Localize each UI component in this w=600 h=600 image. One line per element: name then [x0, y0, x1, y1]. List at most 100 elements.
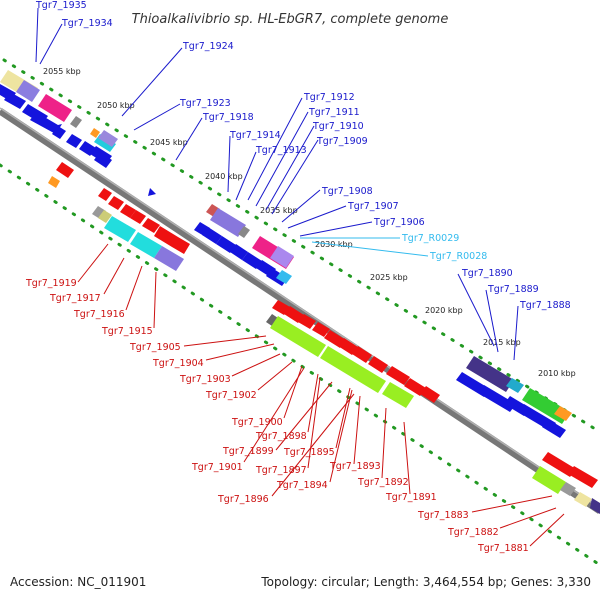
gene-label: Tgr7_1901: [191, 462, 243, 473]
reverse-gene: [120, 204, 136, 218]
gene-label: Tgr7_1908: [321, 186, 373, 197]
reverse-gene: [386, 366, 410, 385]
cog-block: [466, 356, 514, 392]
gene-label: Tgr7_1890: [461, 268, 513, 279]
reverse-gene: [272, 300, 290, 315]
reverse-gene: [404, 378, 426, 396]
gene-label: Tgr7_1897: [255, 465, 307, 476]
map-title: Thioalkalivibrio sp. HL-EbGR7, complete …: [132, 12, 449, 27]
gene-label: Tgr7_1893: [329, 461, 381, 472]
cog-block: [554, 406, 572, 421]
reverse-gene: [312, 322, 330, 337]
forward-gene: [542, 419, 566, 438]
forward-gene: [216, 236, 236, 253]
gene-label: Tgr7_1907: [347, 201, 399, 212]
forward-strand-features: [0, 84, 566, 438]
gene-label: Tgr7_1917: [49, 293, 101, 304]
reverse-leader-lines: [77, 243, 565, 547]
forward-gene: [4, 92, 26, 109]
scale-dots-lower: [0, 163, 600, 567]
gene-label: Tgr7_1910: [312, 121, 364, 132]
cog-block: [210, 208, 246, 237]
scale-label: 2040 kbp: [205, 172, 243, 181]
reverse-gene: [338, 338, 358, 355]
cog-block: [266, 314, 278, 326]
gene-label: Tgr7_1902: [205, 390, 257, 401]
rna-gene-labels: Tgr7_R0029 Tgr7_R0028: [401, 233, 487, 262]
scale-label: 2015 kbp: [483, 338, 521, 347]
cog-block: [320, 346, 386, 393]
reverse-gene: [352, 346, 372, 363]
gene-label: Tgr7_1911: [308, 107, 360, 118]
gene-label: Tgr7_1900: [231, 417, 283, 428]
cog-block: [92, 206, 106, 219]
cog-block: [506, 378, 524, 393]
cog-block: [560, 482, 576, 496]
cog-block: [270, 316, 326, 357]
cog-block: [270, 246, 294, 268]
gene-label: Tgr7_1883: [417, 510, 469, 521]
cog-block: [104, 216, 136, 242]
forward-gene: [242, 252, 262, 269]
gene-label: Tgr7_1896: [217, 494, 269, 505]
reverse-gene: [298, 314, 316, 329]
reverse-strand-features: [48, 162, 598, 488]
gene-label: Tgr7_1891: [385, 492, 437, 503]
reverse-gene: [284, 306, 304, 323]
gene-label: Tgr7_R0028: [429, 251, 487, 262]
genome-backbone: [0, 107, 600, 514]
forward-gene: [30, 112, 62, 134]
gene-label: Tgr7_1913: [255, 145, 307, 156]
cog-block: [532, 466, 566, 494]
cog-block: [16, 80, 40, 102]
gene-label: Tgr7_1889: [487, 284, 539, 295]
gene-label: Tgr7_1894: [276, 480, 328, 491]
scale-label: 2045 kbp: [150, 138, 188, 147]
reverse-gene: [542, 452, 576, 477]
rna-leader-lines: [300, 237, 429, 257]
reverse-gene-labels: Tgr7_1919 Tgr7_1917 Tgr7_1916 Tgr7_1915 …: [25, 278, 529, 554]
gene-label: Tgr7_1882: [447, 527, 499, 538]
gene-label: Tgr7_1916: [73, 309, 125, 320]
cog-block: [98, 130, 118, 147]
reverse-gene: [98, 188, 112, 201]
gene-label: Tgr7_1905: [129, 342, 181, 353]
gene-label: Tgr7_1935: [35, 0, 87, 11]
reverse-gene: [154, 226, 190, 254]
gene-label: Tgr7_1914: [229, 130, 281, 141]
gene-label: Tgr7_1912: [303, 92, 355, 103]
gene-label: Tgr7_1923: [179, 98, 231, 109]
cog-block: [98, 210, 112, 223]
gene-label: Tgr7_1919: [25, 278, 77, 289]
scale-label: 2035 kbp: [260, 206, 298, 215]
cog-block: [238, 226, 250, 238]
scale-label: 2055 kbp: [43, 67, 81, 76]
gene-label: Tgr7_1918: [202, 112, 254, 123]
scale-label: 2020 kbp: [425, 306, 463, 315]
gene-label: Tgr7_1899: [222, 446, 274, 457]
scale-dots-upper: [2, 58, 600, 434]
backbone-line: [0, 108, 600, 514]
cog-block: [574, 492, 592, 507]
reverse-gene: [142, 218, 160, 233]
cog-block: [590, 498, 600, 514]
reverse-gene: [568, 466, 598, 488]
gene-label: Tgr7_1892: [357, 477, 409, 488]
gene-label: Tgr7_1909: [316, 136, 368, 147]
forward-gene-labels: Tgr7_1935 Tgr7_1934 Tgr7_1924 Tgr7_1923 …: [35, 0, 571, 311]
gene-label: Tgr7_1915: [101, 326, 153, 337]
scale-label: 2010 kbp: [538, 369, 576, 378]
gene-label: Tgr7_1904: [152, 358, 204, 369]
cog-block: [130, 232, 162, 258]
gene-label: Tgr7_1898: [255, 431, 307, 442]
backbone-highlight: [0, 107, 600, 509]
forward-gene: [94, 152, 112, 168]
forward-gene: [148, 188, 156, 196]
reverse-gene: [420, 386, 440, 403]
forward-cog-blocks: [0, 70, 572, 424]
accession-text: Accession: NC_011901: [10, 575, 146, 589]
reverse-gene: [108, 196, 124, 210]
gene-label: Tgr7_1888: [519, 300, 571, 311]
cog-block: [70, 116, 82, 128]
